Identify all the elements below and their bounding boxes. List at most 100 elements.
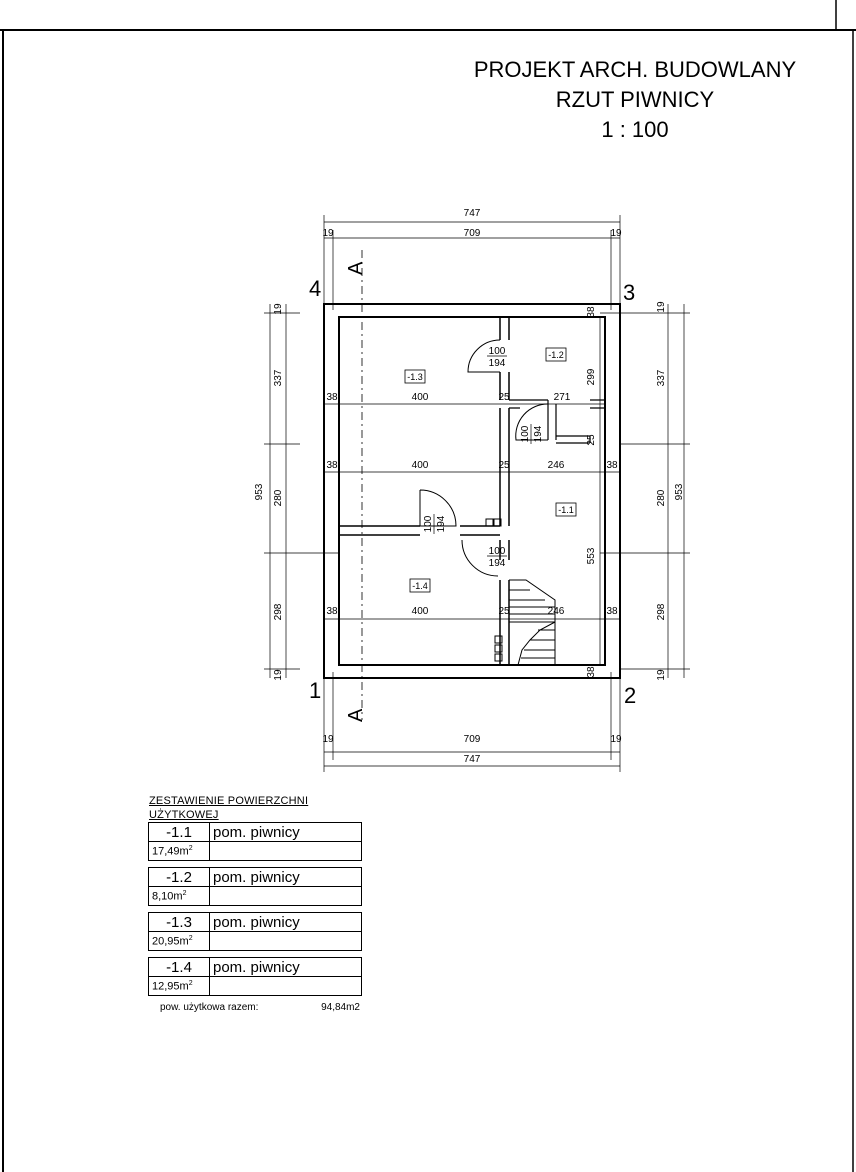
room-number: -1.4 (148, 957, 210, 977)
dim-left-total: 953 (254, 483, 265, 500)
door-swing-4 (461, 539, 499, 577)
dim-row2-rr: 38 (606, 460, 618, 471)
room-area: 12,95m2 (148, 976, 210, 996)
dim-left-a: 337 (273, 369, 284, 386)
room-row-12: -1.2 pom. piwnicy 8,10m2 (148, 867, 362, 906)
dim-right-c: 298 (656, 603, 667, 620)
room-area: 8,10m2 (148, 886, 210, 906)
dim-bottom-left: 19 (322, 734, 334, 745)
dim-row1-w: 25 (498, 392, 510, 403)
outer-wall-outline (323, 303, 621, 679)
dim-row2-l: 38 (326, 460, 338, 471)
dim-row1-l: 38 (326, 392, 338, 403)
room-tag-box-12 (545, 347, 567, 362)
section-mark-top: A (345, 261, 367, 275)
door-swing-2 (515, 403, 549, 441)
partition-wall-vertical (499, 317, 510, 665)
dim-right-total: 953 (674, 483, 685, 500)
partition-wall-horizontal (339, 525, 500, 536)
room-tag-13: -1.3 (407, 372, 423, 382)
dim-row2-w: 25 (498, 460, 510, 471)
door-swing-1 (467, 339, 501, 373)
axis-label-2: 2 (624, 683, 636, 708)
dim-vertical-38-top: 38 (586, 306, 597, 318)
room-area: 20,95m2 (148, 931, 210, 951)
door-4-height: 194 (489, 558, 506, 569)
room-name: pom. piwnicy (209, 822, 362, 842)
door-1-width: 100 (489, 346, 506, 357)
title-scale: 1 : 100 (601, 117, 669, 142)
dim-left-bottom: 19 (273, 669, 284, 681)
door-2-width: 100 (520, 425, 531, 442)
flue-1 (485, 518, 494, 527)
dim-left-b: 280 (273, 489, 284, 506)
door-2-height: 194 (533, 425, 544, 442)
dim-row2-r: 246 (548, 460, 565, 471)
dim-row3-r: 246 (548, 606, 565, 617)
room-number: -1.1 (148, 822, 210, 842)
dim-row3-l: 38 (326, 606, 338, 617)
dim-row2-m: 400 (412, 460, 429, 471)
flue-2 (493, 518, 502, 527)
section-mark-bottom: A (345, 708, 367, 722)
total-area: pow. użytkowa razem: 94,84m2 (148, 1002, 360, 1013)
room-number: -1.2 (148, 867, 210, 887)
inner-wall-outline (338, 316, 606, 666)
room-row-14: -1.4 pom. piwnicy 12,95m2 (148, 957, 362, 996)
dim-row1-r: 271 (554, 392, 571, 403)
schedule-heading: ZESTAWIENIE POWIERZCHNI UŻYTKOWEJ (149, 795, 309, 821)
area-schedule: ZESTAWIENIE POWIERZCHNI UŻYTKOWEJ -1.1 p… (148, 794, 368, 1013)
title-line-1: PROJEKT ARCH. BUDOWLANY (473, 57, 797, 82)
dim-bottom-right: 19 (610, 734, 622, 745)
door-4-width: 100 (489, 546, 506, 557)
room-tag-box-14 (409, 578, 431, 593)
axis-label-1: 1 (309, 678, 321, 703)
room-row-13: -1.3 pom. piwnicy 20,95m2 (148, 912, 362, 951)
dimension-lines (264, 215, 690, 772)
dim-right-top: 19 (656, 301, 667, 313)
room-tag-11: -1.1 (558, 505, 574, 515)
dim-top-inner: 709 (464, 228, 481, 239)
door-3-height: 194 (436, 515, 447, 532)
total-value: 94,84m2 (321, 1002, 360, 1013)
room-tag-12: -1.2 (548, 350, 564, 360)
room-area: 17,49m2 (148, 841, 210, 861)
dim-vertical-25: 25 (586, 434, 597, 446)
staircase (509, 579, 556, 666)
floor-plan (264, 215, 690, 772)
room-name: pom. piwnicy (209, 957, 362, 977)
room-name: pom. piwnicy (209, 867, 362, 887)
axis-label-4: 4 (309, 276, 321, 301)
door-swing-3 (419, 489, 457, 527)
dim-left-c: 298 (273, 603, 284, 620)
door-3-width: 100 (423, 515, 434, 532)
room-tag-box-11 (555, 502, 577, 517)
dim-bottom-total: 747 (464, 754, 481, 765)
flue-5 (494, 653, 503, 662)
dim-row3-w: 25 (498, 606, 510, 617)
dim-right-b: 280 (656, 489, 667, 506)
dim-vertical-553: 553 (586, 547, 597, 564)
title-line-2: RZUT PIWNICY (555, 87, 715, 112)
dim-row3-m: 400 (412, 606, 429, 617)
dim-right-bottom: 19 (656, 669, 667, 681)
room-row-11: -1.1 pom. piwnicy 17,49m2 (148, 822, 362, 861)
axis-label-3: 3 (623, 280, 635, 305)
dim-row3-rr: 38 (606, 606, 618, 617)
room-name: pom. piwnicy (209, 912, 362, 932)
total-label: pow. użytkowa razem: (160, 1002, 259, 1013)
dim-left-top: 19 (273, 303, 284, 315)
dim-vertical-38-bottom: 38 (586, 666, 597, 678)
dim-top-left: 19 (322, 228, 334, 239)
room-number: -1.3 (148, 912, 210, 932)
flue-3 (494, 635, 503, 644)
partition-wall-small (509, 399, 605, 444)
dim-right-a: 337 (656, 369, 667, 386)
flue-4 (494, 644, 503, 653)
dim-bottom-inner: 709 (464, 734, 481, 745)
room-tag-box-13 (404, 369, 426, 384)
dim-top-right: 19 (610, 228, 622, 239)
dim-top-total: 747 (464, 208, 481, 219)
door-1-height: 194 (489, 358, 506, 369)
